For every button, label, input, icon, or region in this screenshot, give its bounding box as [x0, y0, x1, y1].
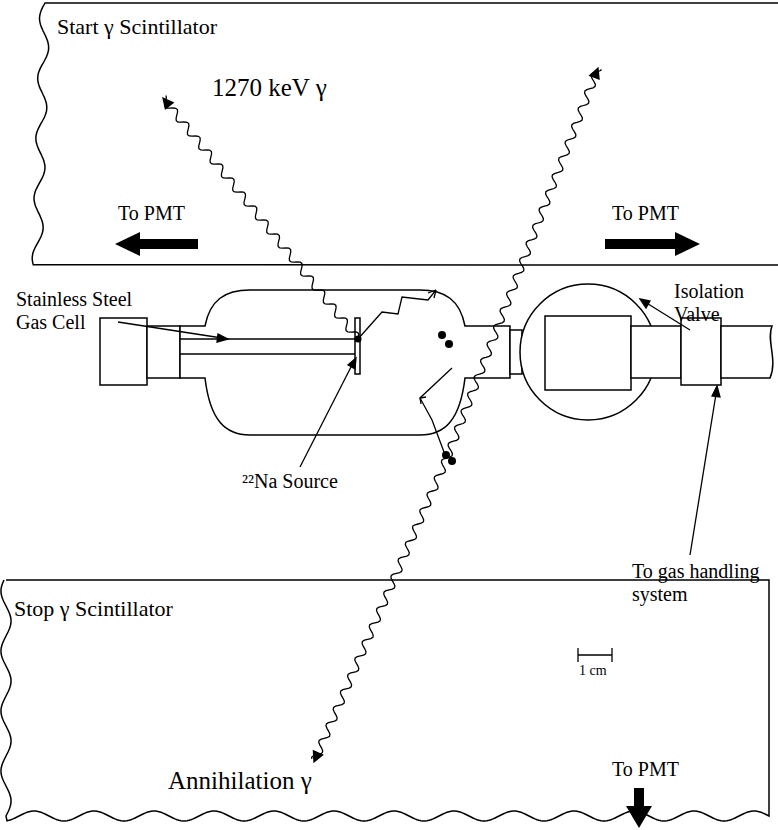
pmt-label: To PMT: [118, 202, 185, 225]
pmt-label: To PMT: [612, 758, 679, 781]
gamma-ray: [165, 96, 359, 340]
gamma-energy: 1270 keV γ: [212, 74, 327, 103]
gamma-ray: [312, 458, 447, 759]
arrowhead: [590, 68, 599, 79]
gamma-ray: [447, 70, 602, 458]
part-label: Isolation Valve: [674, 280, 774, 326]
gamma-label: Annihilation γ: [168, 767, 312, 796]
arrowhead: [313, 751, 322, 762]
scintillator-block: Stop γ Scintillator: [0, 578, 775, 830]
scintillator-label: Stop γ Scintillator: [14, 596, 173, 621]
arrowhead: [163, 98, 173, 109]
part-label: To gas handling system: [632, 560, 774, 606]
scale-label: 1 cm: [579, 663, 607, 679]
pmt-label: To PMT: [612, 202, 679, 225]
scintillator-label: Start γ Scintillator: [57, 14, 217, 39]
scintillator-outline: [5, 0, 778, 268]
part-label: Stainless Steel Gas Cell: [16, 288, 166, 334]
scintillator-block: Start γ Scintillator: [5, 0, 778, 268]
part-label: ²²Na Source: [242, 470, 338, 493]
